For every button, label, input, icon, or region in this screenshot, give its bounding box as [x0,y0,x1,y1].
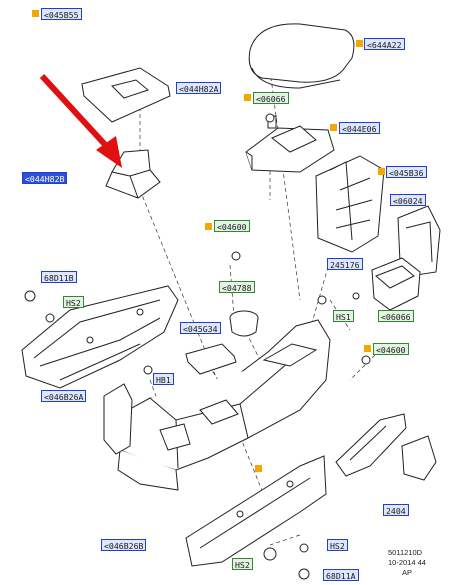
cup-holder-insert [229,310,259,337]
label-045b36: <045B36 [386,166,427,178]
marker-console [255,465,262,472]
label-hs2-bottom-left: HS2 [232,558,253,570]
label-245176: 245176 [327,258,363,270]
side-panel-left-part [21,285,179,389]
red-arrow-indicator [39,73,122,168]
label-hs2-bottom-right: HS2 [327,539,348,551]
label-045g34: <045G34 [180,322,221,334]
label-68d11a: 68D11A [323,569,359,581]
label-hb1: HB1 [153,373,174,385]
clip-hardware-left [24,251,241,323]
label-06066-right: <06066 [378,310,414,322]
marker-04600-mid [205,223,212,230]
bracket-hb1-part [103,383,133,455]
label-06024: <06024 [390,194,426,206]
storage-pocket-part [371,257,421,311]
footer-date: 10-2014 44 [388,558,426,567]
label-2404: 2404 [383,504,409,516]
diagram-footer: 5011210D 10-2014 44 AP [388,548,426,578]
main-console-body [109,319,331,491]
marker-644a22 [356,40,363,47]
label-044h82a: <044H82A [176,82,222,94]
screw-hardware [143,113,371,580]
label-04600-mid: <04600 [214,220,250,232]
label-06066-top: <06066 [253,92,289,104]
label-045b55: <045B55 [41,8,82,20]
label-hs1: HS1 [333,310,354,322]
label-046b26a: <046B26A [41,390,87,402]
label-044h82b: <044H82B [22,172,68,184]
marker-045b55 [32,10,39,17]
side-panel-bottom-part [185,455,327,567]
console-bracket-part [245,115,335,173]
marker-044e06 [330,124,337,131]
side-bracket-panel [397,205,441,277]
label-046b26b: <046B26B [101,539,147,551]
label-644a22: <644A22 [364,38,405,50]
marker-045b36 [378,168,385,175]
label-hs2-left: HS2 [63,296,84,308]
shift-bezel-part [81,67,171,123]
trim-strip-part [335,413,437,481]
center-bracket-assembly [315,155,385,253]
armrest-lid-part [248,23,355,89]
marker-06066-top [244,94,251,101]
label-04600-right: <04600 [373,343,409,355]
label-044e06: <044E06 [339,122,380,134]
label-68d11b: 68D11B [41,271,77,283]
label-04788: <04788 [219,281,255,293]
footer-suffix: AP [402,568,413,577]
footer-code: 5011210D [388,548,423,557]
marker-04600-right [364,345,371,352]
tray-insert-part [185,343,237,375]
